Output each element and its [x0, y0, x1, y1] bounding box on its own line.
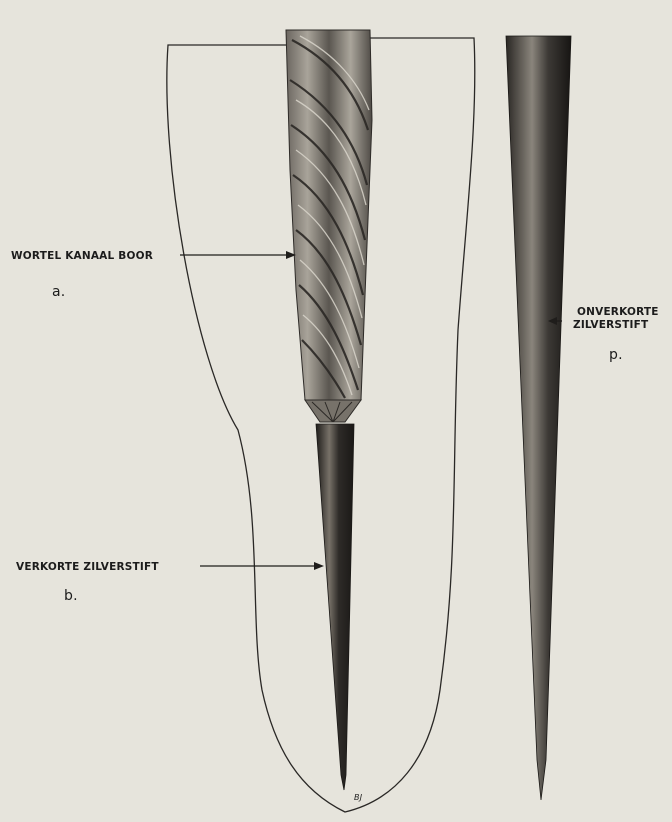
label-unshortened-silver-point-line1: ONVERKORTE — [577, 306, 659, 318]
letter-p: p. — [609, 347, 623, 363]
unshortened-silver-point — [506, 36, 571, 800]
root-canal-drill — [286, 30, 372, 422]
label-shortened-silver-point: VERKORTE ZILVERSTIFT — [16, 561, 159, 573]
shortened-silver-point — [316, 424, 354, 790]
letter-b: b. — [64, 588, 78, 604]
label-root-canal-drill: WORTEL KANAAL BOOR — [11, 250, 153, 262]
label-unshortened-silver-point-line2: ZILVERSTIFT — [573, 319, 648, 331]
leader-lines — [180, 251, 562, 570]
letter-a: a. — [52, 284, 65, 300]
artist-signature: BJ — [354, 793, 362, 802]
